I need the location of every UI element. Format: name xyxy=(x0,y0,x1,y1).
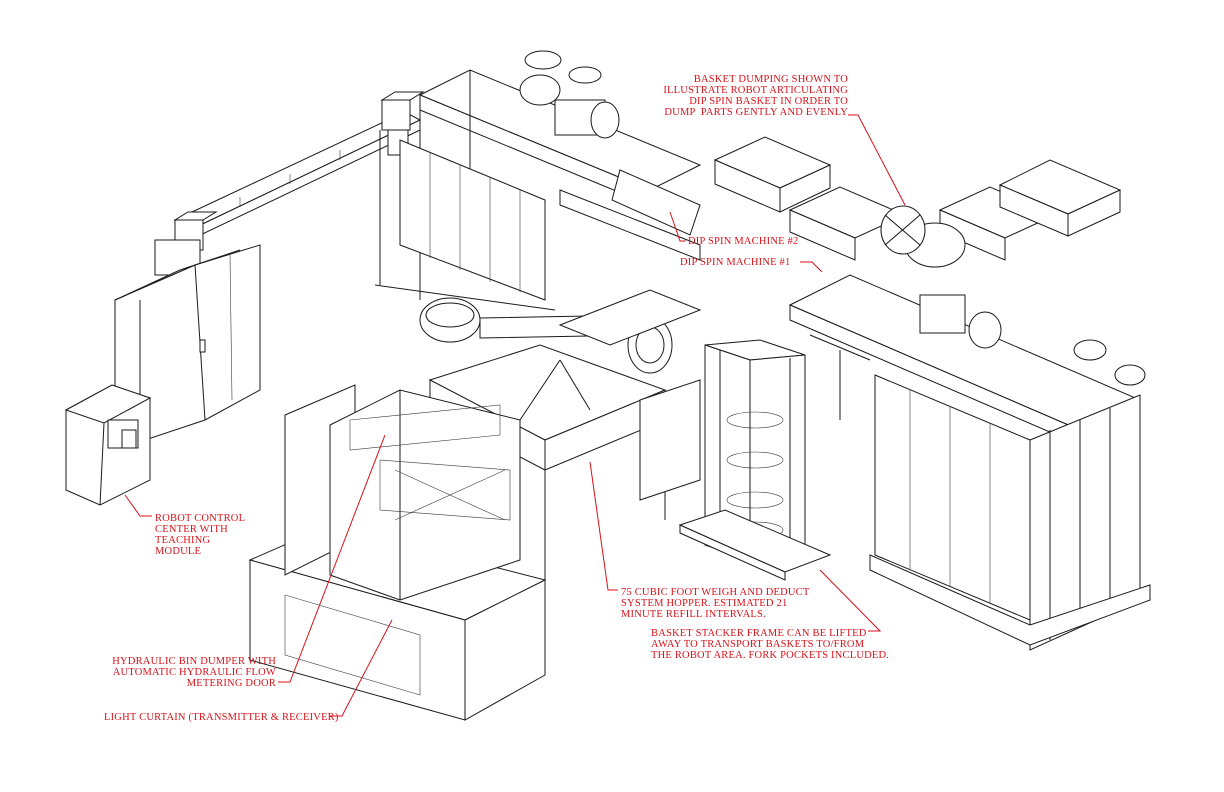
callout-dip-spin-machine-1: DIP SPIN MACHINE #1 xyxy=(680,257,791,268)
robot-arm xyxy=(419,289,702,374)
dumping-basket xyxy=(880,205,966,268)
callout-basket-stacker: BASKET STACKER FRAME CAN BE LIFTED AWAY … xyxy=(651,628,890,661)
basket-stacker xyxy=(678,339,832,581)
robot-control-center xyxy=(64,384,152,506)
electrical-cabinet xyxy=(114,244,261,451)
dip-spin-machine-1 xyxy=(788,274,1151,651)
callout-robot-control-center: ROBOT CONTROL CENTER WITH TEACHING MODUL… xyxy=(155,513,246,557)
overhead-conveyor-duct xyxy=(154,91,425,276)
callout-dip-spin-machine-2: DIP SPIN MACHINE #2 xyxy=(688,236,799,247)
bin-dumper xyxy=(248,384,547,721)
basket-trays xyxy=(713,136,1122,261)
dip-spin-machine-2 xyxy=(374,50,702,311)
callout-leaders xyxy=(124,114,906,717)
callout-light-curtain: LIGHT CURTAIN (TRANSMITTER & RECEIVER) xyxy=(104,712,339,723)
callout-bin-dumper: HYDRAULIC BIN DUMPER WITH AUTOMATIC HYDR… xyxy=(112,656,276,689)
callout-basket-dumping: BASKET DUMPING SHOWN TO ILLUSTRATE ROBOT… xyxy=(663,74,848,118)
callout-hopper: 75 CUBIC FOOT WEIGH AND DEDUCT SYSTEM HO… xyxy=(621,587,810,620)
